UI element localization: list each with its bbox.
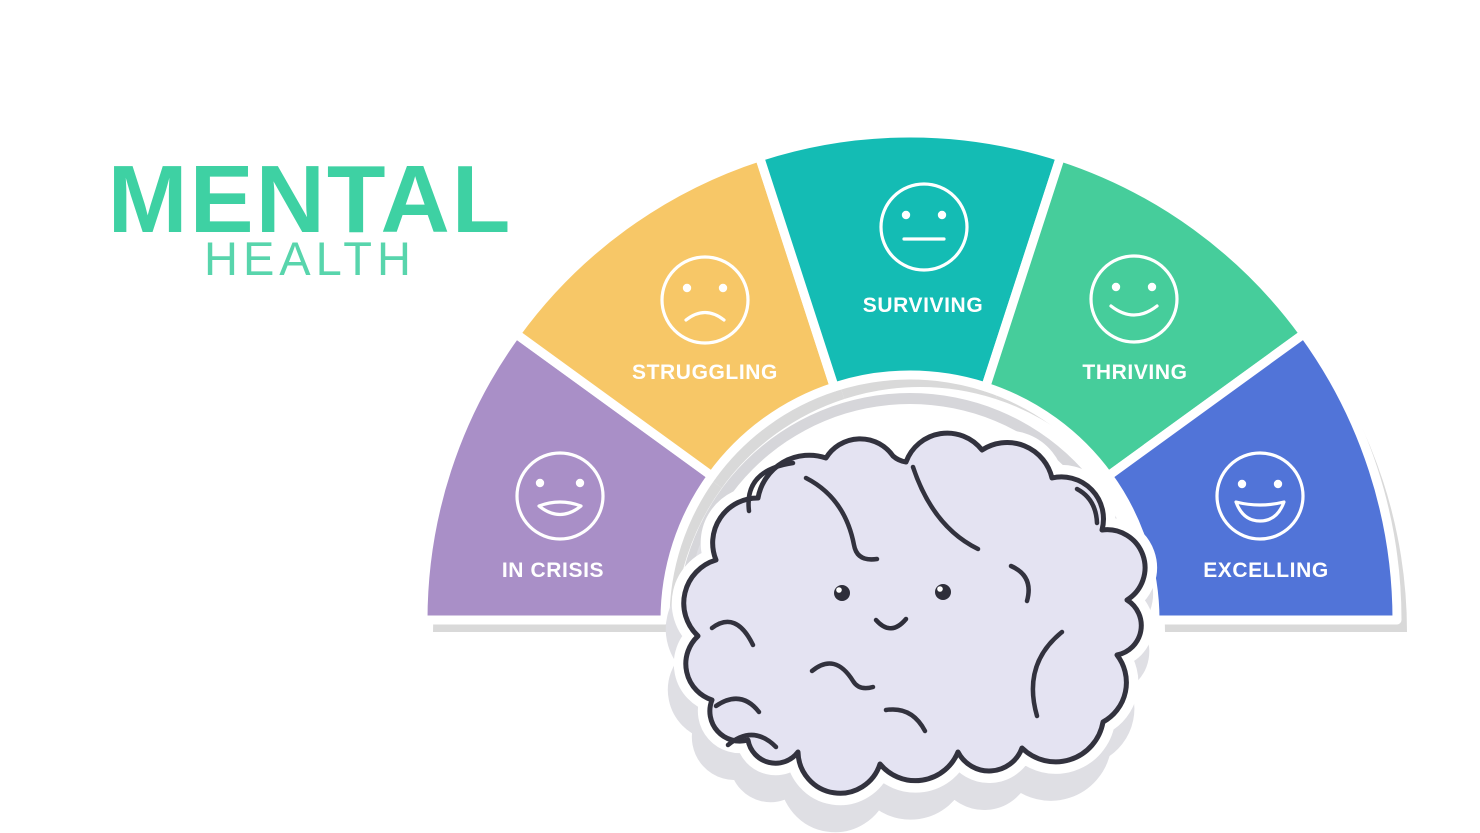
label-excelling: EXCELLING <box>1203 559 1329 582</box>
brain-right-eye-highlight <box>937 586 943 592</box>
frown-face-icon <box>660 255 750 345</box>
brain-body <box>681 430 1148 796</box>
face-icons <box>515 182 1305 541</box>
label-surviving: SURVIVING <box>863 294 984 317</box>
brain-illustration <box>665 421 1158 833</box>
smile-face-icon <box>1089 254 1179 344</box>
brain-right-eye <box>935 584 951 600</box>
segment-surviving <box>755 128 1065 392</box>
gauge-segments <box>418 128 1402 625</box>
neutral-face-icon <box>879 182 969 272</box>
label-in-crisis: IN CRISIS <box>502 559 604 582</box>
page-title: MENTAL <box>108 146 513 253</box>
sad-open-mouth-face-icon <box>515 451 605 541</box>
grin-face-icon <box>1215 451 1305 541</box>
brain-face <box>834 584 951 631</box>
segment-labels: IN CRISIS STRUGGLING SURVIVING THRIVING … <box>502 294 1329 582</box>
brain-left-eye-highlight <box>836 587 842 593</box>
label-thriving: THRIVING <box>1082 361 1187 384</box>
segment-thriving <box>981 152 1309 481</box>
page-subtitle: HEALTH <box>204 232 416 285</box>
segment-in-crisis <box>418 329 717 625</box>
brain-left-eye <box>834 585 850 601</box>
label-struggling: STRUGGLING <box>632 361 778 384</box>
brain-smile <box>873 616 909 631</box>
brain-sulci <box>709 460 1100 750</box>
segment-struggling <box>511 152 839 481</box>
segment-excelling <box>1103 329 1402 625</box>
